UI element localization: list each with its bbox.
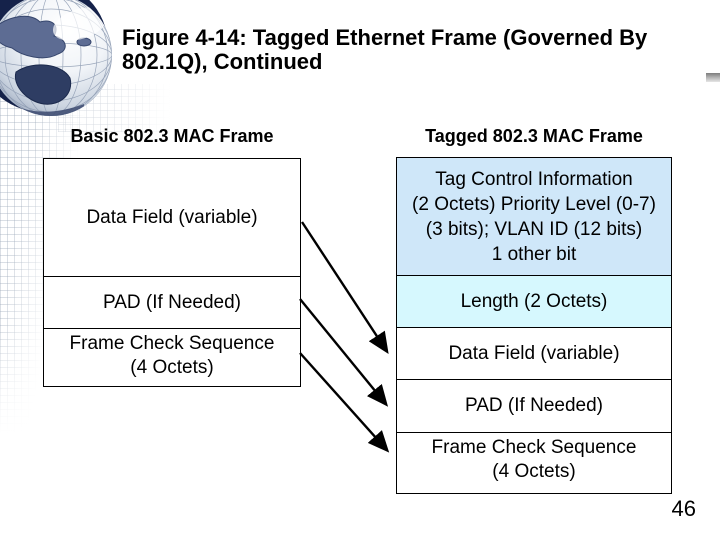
row-pad: PAD (If Needed) [44, 276, 300, 328]
mapping-arrow [300, 221, 389, 355]
left-column-header: Basic 802.3 MAC Frame [70, 126, 274, 146]
row-data-field: Data Field (variable) [44, 159, 300, 276]
row-frame-check-sequence: Frame Check Sequence (4 Octets) [44, 328, 300, 383]
mapping-arrow [299, 352, 390, 453]
globe-icon [0, 0, 112, 116]
edge-decoration [706, 73, 720, 82]
right-column-header: Tagged 802.3 MAC Frame [425, 126, 643, 146]
row-tag-control-information: Tag Control Information (2 Octets) Prior… [397, 158, 671, 275]
row-frame-check-sequence: Frame Check Sequence (4 Octets) [397, 432, 671, 486]
row-data-field: Data Field (variable) [397, 327, 671, 379]
tagged-frame-table: Tag Control Information (2 Octets) Prior… [396, 157, 672, 494]
mapping-arrow [299, 298, 389, 407]
page-number: 46 [671, 496, 696, 521]
row-pad: PAD (If Needed) [397, 379, 671, 432]
slide-title: Figure 4-14: Tagged Ethernet Frame (Gove… [122, 25, 648, 74]
basic-frame-table: Data Field (variable) PAD (If Needed) Fr… [43, 158, 301, 387]
row-length: Length (2 Octets) [397, 275, 671, 327]
